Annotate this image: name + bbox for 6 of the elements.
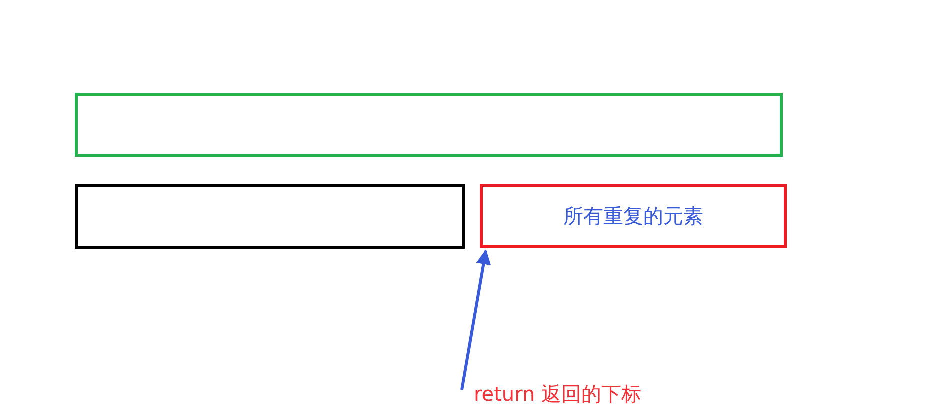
- arrow: [460, 250, 492, 390]
- empty-box: [75, 93, 783, 157]
- annotation-text: return 返回的下标: [474, 378, 674, 410]
- box-label: 所有重复的元素: [564, 202, 704, 230]
- empty-box: [75, 184, 465, 249]
- labeled-box: [480, 184, 787, 248]
